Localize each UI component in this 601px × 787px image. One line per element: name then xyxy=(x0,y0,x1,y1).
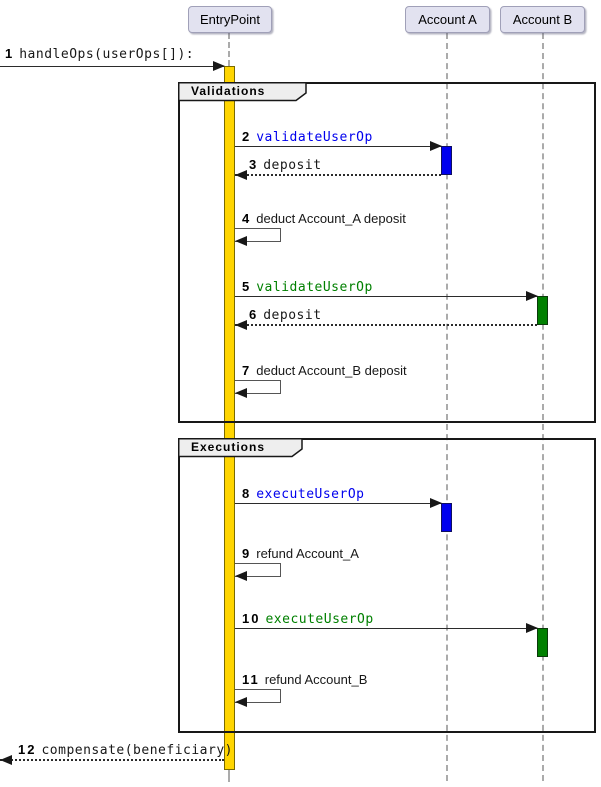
message-8-arrowhead-right-icon xyxy=(430,498,442,508)
message-3-number: 3 xyxy=(249,157,259,172)
message-6-arrowhead-left-icon xyxy=(235,320,247,330)
activation-account-a-execute xyxy=(441,503,452,532)
message-11-number: 11 xyxy=(242,672,260,687)
message-2-arrowhead-right-icon xyxy=(430,141,442,151)
message-4-label: 4 deduct Account_A deposit xyxy=(242,210,406,227)
message-8-label: 8 executeUserOp xyxy=(242,485,364,502)
message-3-text: deposit xyxy=(263,158,322,173)
activation-account-b-execute xyxy=(537,628,548,657)
message-12-label: 12 compensate(beneficiary) xyxy=(18,741,233,758)
message-10-line xyxy=(235,628,537,629)
message-10-text: executeUserOp xyxy=(265,612,374,627)
message-5-number: 5 xyxy=(242,279,252,294)
message-1-label: 1 handleOps(userOps[]): xyxy=(5,45,194,62)
frame-executions-label: Executions xyxy=(191,440,266,454)
frame-validations xyxy=(178,82,596,423)
message-9-selfloop xyxy=(235,563,281,577)
message-3-arrowhead-left-icon xyxy=(235,170,247,180)
message-6-label: 6 deposit xyxy=(249,306,322,323)
message-5-line xyxy=(235,296,537,297)
lifeline-entrypoint-bottom xyxy=(228,770,230,782)
message-9-number: 9 xyxy=(242,546,252,561)
activation-account-b-validate xyxy=(537,296,548,325)
message-1-line xyxy=(0,66,224,67)
message-8-line xyxy=(235,503,441,504)
participant-account-b: Account B xyxy=(500,6,585,33)
message-7-number: 7 xyxy=(242,363,252,378)
message-9-label: 9 refund Account_A xyxy=(242,545,359,562)
participant-entrypoint: EntryPoint xyxy=(188,6,272,33)
message-4-selfloop xyxy=(235,228,281,242)
message-12-text: compensate(beneficiary) xyxy=(41,743,233,758)
message-10-arrowhead-right-icon xyxy=(526,623,538,633)
message-1-number: 1 xyxy=(5,46,15,61)
message-7-selfloop xyxy=(235,380,281,394)
message-11-label: 11 refund Account_B xyxy=(242,671,367,688)
message-4-arrowhead-left-icon xyxy=(235,236,247,246)
frame-validations-header xyxy=(178,82,307,102)
message-5-text: validateUserOp xyxy=(256,280,373,295)
frame-executions-header xyxy=(178,438,303,458)
message-5-arrowhead-right-icon xyxy=(526,291,538,301)
lifeline-account-a xyxy=(446,33,448,781)
activation-entrypoint xyxy=(224,66,235,770)
participant-account-a: Account A xyxy=(405,6,490,33)
message-1-arrowhead-right-icon xyxy=(213,61,225,71)
message-10-label: 10 executeUserOp xyxy=(242,610,374,627)
message-6-text: deposit xyxy=(263,308,322,323)
message-2-text: validateUserOp xyxy=(256,130,373,145)
message-6-line xyxy=(235,324,537,326)
message-7-text: deduct Account_B deposit xyxy=(256,363,407,378)
message-11-text: refund Account_B xyxy=(264,672,368,687)
message-1-text: handleOps(userOps[]): xyxy=(19,47,195,62)
message-2-label: 2 validateUserOp xyxy=(242,128,373,145)
message-9-text: refund Account_A xyxy=(256,546,359,561)
frame-validations-label: Validations xyxy=(191,84,266,98)
message-12-arrowhead-left-icon xyxy=(0,755,12,765)
message-11-selfloop xyxy=(235,689,281,703)
message-12-line xyxy=(0,759,224,761)
message-2-line xyxy=(235,146,441,147)
message-10-number: 10 xyxy=(242,611,261,626)
message-9-arrowhead-left-icon xyxy=(235,571,247,581)
message-3-line xyxy=(235,174,441,176)
lifeline-account-b xyxy=(542,33,544,781)
message-2-number: 2 xyxy=(242,129,252,144)
message-11-arrowhead-left-icon xyxy=(235,697,247,707)
message-4-number: 4 xyxy=(242,211,252,226)
frame-executions xyxy=(178,438,596,733)
message-8-number: 8 xyxy=(242,486,252,501)
message-6-number: 6 xyxy=(249,307,259,322)
message-12-number: 12 xyxy=(18,742,37,757)
message-3-label: 3 deposit xyxy=(249,156,322,173)
lifeline-entrypoint-top xyxy=(228,33,230,66)
message-5-label: 5 validateUserOp xyxy=(242,278,373,295)
message-8-text: executeUserOp xyxy=(256,487,365,502)
message-7-label: 7 deduct Account_B deposit xyxy=(242,362,407,379)
activation-account-a-validate xyxy=(441,146,452,175)
message-4-text: deduct Account_A deposit xyxy=(256,211,406,226)
message-7-arrowhead-left-icon xyxy=(235,388,247,398)
